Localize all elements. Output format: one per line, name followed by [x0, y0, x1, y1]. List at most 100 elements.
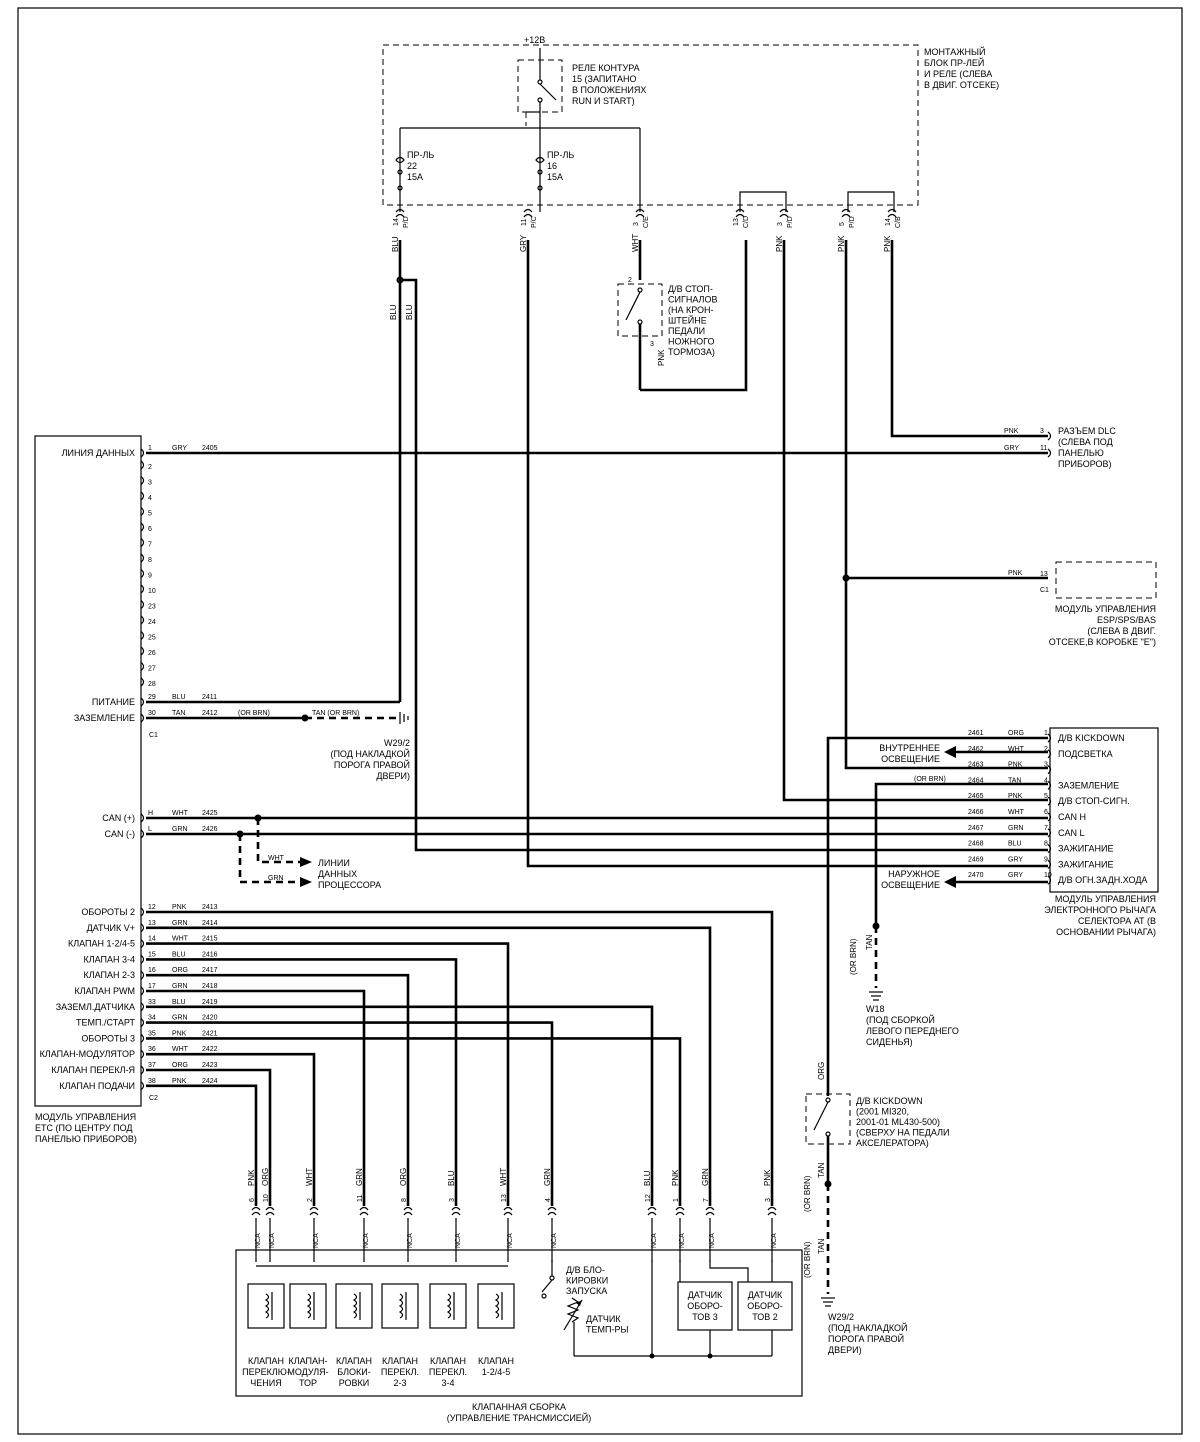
selector-pin: 5 [1044, 793, 1048, 800]
selector-pin: 4 [1044, 777, 1048, 784]
switch-contact-icon [549, 1275, 555, 1281]
signal-wire [146, 910, 774, 1206]
dlc-label-line: (СЛЕВА ПОД [1058, 437, 1113, 447]
selector-signal-name: Д/В ОГН.ЗАДН.ХОДА [1058, 875, 1147, 885]
brake-switch-label-line: ТОРМОЗА) [668, 347, 715, 357]
valve-wire-color: GRN [543, 1168, 552, 1186]
neutral-switch-label-line: Д/В БЛО- [566, 1265, 605, 1275]
connector-id: C/B [895, 216, 902, 228]
arrow-icon [944, 876, 956, 888]
connector-icon [705, 1211, 715, 1216]
selector-wire-color: GRY [1008, 872, 1023, 879]
etc-circuit: 2426 [202, 826, 218, 833]
etc-pin: 34 [148, 1015, 156, 1022]
etc-pin: 12 [148, 904, 156, 911]
solenoid-box [289, 1283, 327, 1329]
dlc-label-line: ПРИБОРОВ) [1058, 459, 1112, 469]
valve-connector-id: NCA [455, 1233, 462, 1248]
connector-icon [140, 829, 145, 839]
connector-icon [1047, 875, 1052, 885]
etc-signal-name: КЛАПАН ПОДАЧИ [59, 1081, 135, 1091]
ground-label-line: ДВЕРИ) [376, 771, 410, 781]
etc-unused-pin: 7 [148, 542, 152, 549]
etc-circuit: 2416 [202, 951, 218, 958]
etc-signal-name: КЛАПАН 2-3 [83, 970, 135, 980]
supply-label: +12В [524, 35, 545, 45]
connector-icon [140, 584, 145, 594]
connector-icon [140, 1002, 145, 1012]
coil-icon [398, 1293, 404, 1319]
can-bus-label-line: ЛИНИИ [318, 858, 350, 868]
brake-switch-label-line: ПЕДАЛИ [668, 326, 705, 336]
connector-icon [887, 213, 897, 218]
valve-body-label-line: КЛАПАННАЯ СБОРКА [472, 1402, 566, 1412]
c1-label: C1 [149, 732, 158, 739]
selector-circuit: 2464 [968, 777, 984, 784]
selector-wire-color: TAN [1008, 777, 1021, 784]
coil-icon [352, 1293, 358, 1319]
fuse-16-label-line: ПР-ЛЬ [547, 150, 574, 160]
svg-text:GRN: GRN [268, 875, 284, 882]
etc-signal-name: КЛАПАН-МОДУЛЯТОР [40, 1049, 135, 1059]
fuse-22-label-line: 15A [407, 172, 423, 182]
connector-icon [547, 1206, 557, 1211]
svg-text:PNK: PNK [1008, 570, 1023, 577]
selector-signal-name: ЗАЖИГАНИЕ [1058, 844, 1113, 854]
page-frame [17, 7, 1183, 1435]
etc-signal-name: ТЕМП./СТАРТ [76, 1018, 135, 1028]
etc-pin: 16 [148, 967, 156, 974]
connector-icon [140, 600, 145, 609]
etc-unused-pin: 28 [148, 681, 156, 688]
connector-icon [140, 615, 145, 625]
ground-w18-label-line: W18 [866, 1004, 885, 1014]
etc-circuit: 2414 [202, 920, 218, 927]
switch-contact-icon [825, 1097, 831, 1103]
dlc-label-line: ПАНЕЛЬЮ [1058, 448, 1104, 458]
valve-connector-id: NCA [551, 1233, 558, 1248]
signal-wire [146, 1084, 258, 1206]
svg-text:TAN (OR BRN): TAN (OR BRN) [312, 710, 359, 717]
wire-color: PNK [883, 235, 892, 252]
valve-body-box [235, 1249, 803, 1397]
esp-module: 13 C1 PNK МОДУЛЬ УПРАВЛЕНИЯESP/SPS/BAS(С… [1008, 561, 1157, 647]
etc-unused-pin: 23 [148, 604, 156, 611]
valve-wire-color: BLU [643, 1170, 652, 1186]
etc-circuit: 2418 [202, 983, 218, 990]
svg-text:C1: C1 [1040, 587, 1049, 594]
connector-id: C/D [743, 216, 750, 228]
kickdown-label-line: (2001 MI320, [856, 1107, 909, 1117]
ground-icon [869, 991, 883, 1001]
coil-icon [494, 1293, 500, 1319]
selector-signal-name: ЗАЗЕМЛЕНИЕ [1058, 780, 1119, 790]
connector-icon [779, 208, 789, 213]
valve-pin: 2 [307, 1198, 314, 1202]
signal-wire [146, 926, 712, 1206]
wire-color: GRY [519, 234, 528, 252]
svg-text:BLU: BLU [405, 304, 414, 320]
etc-circuit: 2412 [202, 710, 218, 717]
etc-pin: 14 [148, 936, 156, 943]
etc-module-label-line: ПАНЕЛЬЮ ПРИБОРОВ) [35, 1134, 137, 1144]
selector-signal-name: Д/В KICKDOWN [1058, 733, 1125, 743]
dlc-pin: 3 [1040, 428, 1044, 435]
brake-switch: 2 3 PNK Д/В СТОП-СИГНАЛОВ(НА КРОН-ШТЕЙНЕ… [617, 240, 748, 392]
arrow-icon [300, 857, 312, 867]
etc-wire-color: GRY [172, 445, 187, 452]
valve-connector-id: NCA [407, 1233, 414, 1248]
coil-icon [446, 1293, 452, 1319]
connector-icon [403, 1211, 413, 1216]
connector-icon [503, 1211, 513, 1216]
valve-wire-color: ORG [399, 1168, 408, 1186]
selector-signal-name: ПОДСВЕТКА [1058, 749, 1113, 759]
svg-text:TAN: TAN [817, 1162, 826, 1178]
connector-icon [451, 1211, 461, 1216]
connector-icon [140, 448, 145, 458]
solenoid-label: КЛАПАН [430, 1356, 466, 1366]
connector-icon [1047, 828, 1052, 838]
connector-pin: 3 [633, 222, 640, 226]
connector-icon [140, 507, 145, 516]
etc-wire-color: WHT [172, 810, 189, 817]
connector-icon [1047, 812, 1052, 822]
